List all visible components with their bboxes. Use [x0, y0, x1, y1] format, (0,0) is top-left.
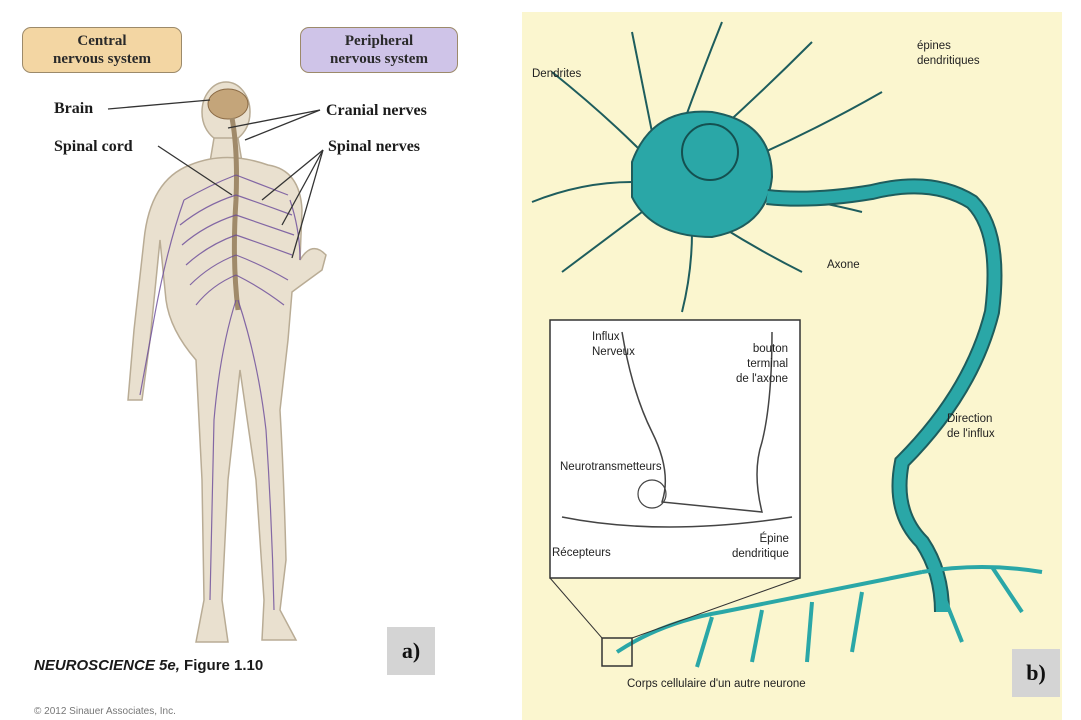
inset-label-influx: Influx Nerveux [592, 330, 635, 360]
label-cranial-nerves: Cranial nerves [326, 102, 427, 120]
figure-caption: NEUROSCIENCE 5e, Figure 1.10 [34, 657, 263, 674]
peripheral-nervous-system-pill: Peripheral nervous system [300, 27, 458, 73]
copyright-line: © 2012 Sinauer Associates, Inc. [34, 706, 176, 717]
inset-label-epine: Épine dendritique [732, 532, 789, 562]
influx-line1: Influx [592, 330, 635, 345]
direction-line1: Direction [947, 412, 995, 427]
direction-line2: de l'influx [947, 427, 995, 442]
panel-b-neuron: Dendrites épines dendritiques Axone Dire… [522, 12, 1062, 720]
bouton-line3: de l'axone [736, 372, 788, 387]
epine-line2: dendritique [732, 547, 789, 562]
label-corps-cellulaire: Corps cellulaire d'un autre neurone [627, 677, 806, 692]
influx-line2: Nerveux [592, 345, 635, 360]
label-epines-dendritiques: épines dendritiques [917, 39, 980, 69]
inset-label-neurotransmetteurs: Neurotransmetteurs [560, 460, 662, 475]
label-spinal-cord: Spinal cord [54, 138, 133, 156]
caption-title: NEUROSCIENCE 5e, [34, 657, 180, 674]
label-direction-influx: Direction de l'influx [947, 412, 995, 442]
label-dendrites: Dendrites [532, 67, 581, 82]
label-axone: Axone [827, 258, 860, 273]
neuron-illustration [522, 12, 1062, 720]
label-spinal-nerves: Spinal nerves [328, 138, 420, 156]
label-brain: Brain [54, 100, 93, 118]
panel-b-label: b) [1012, 649, 1060, 697]
epine-line1: Épine [732, 532, 789, 547]
bouton-line2: terminal [736, 357, 788, 372]
epines-line2: dendritiques [917, 54, 980, 69]
panel-a-label: a) [387, 627, 435, 675]
inset-label-recepteurs: Récepteurs [552, 546, 611, 561]
inset-label-bouton: bouton terminal de l'axone [736, 342, 788, 387]
central-nervous-system-pill: Central nervous system [22, 27, 182, 73]
epines-line1: épines [917, 39, 980, 54]
caption-figure: Figure 1.10 [184, 657, 263, 674]
panel-a-nervous-system: Central nervous system Peripheral nervou… [0, 0, 495, 720]
bouton-line1: bouton [736, 342, 788, 357]
